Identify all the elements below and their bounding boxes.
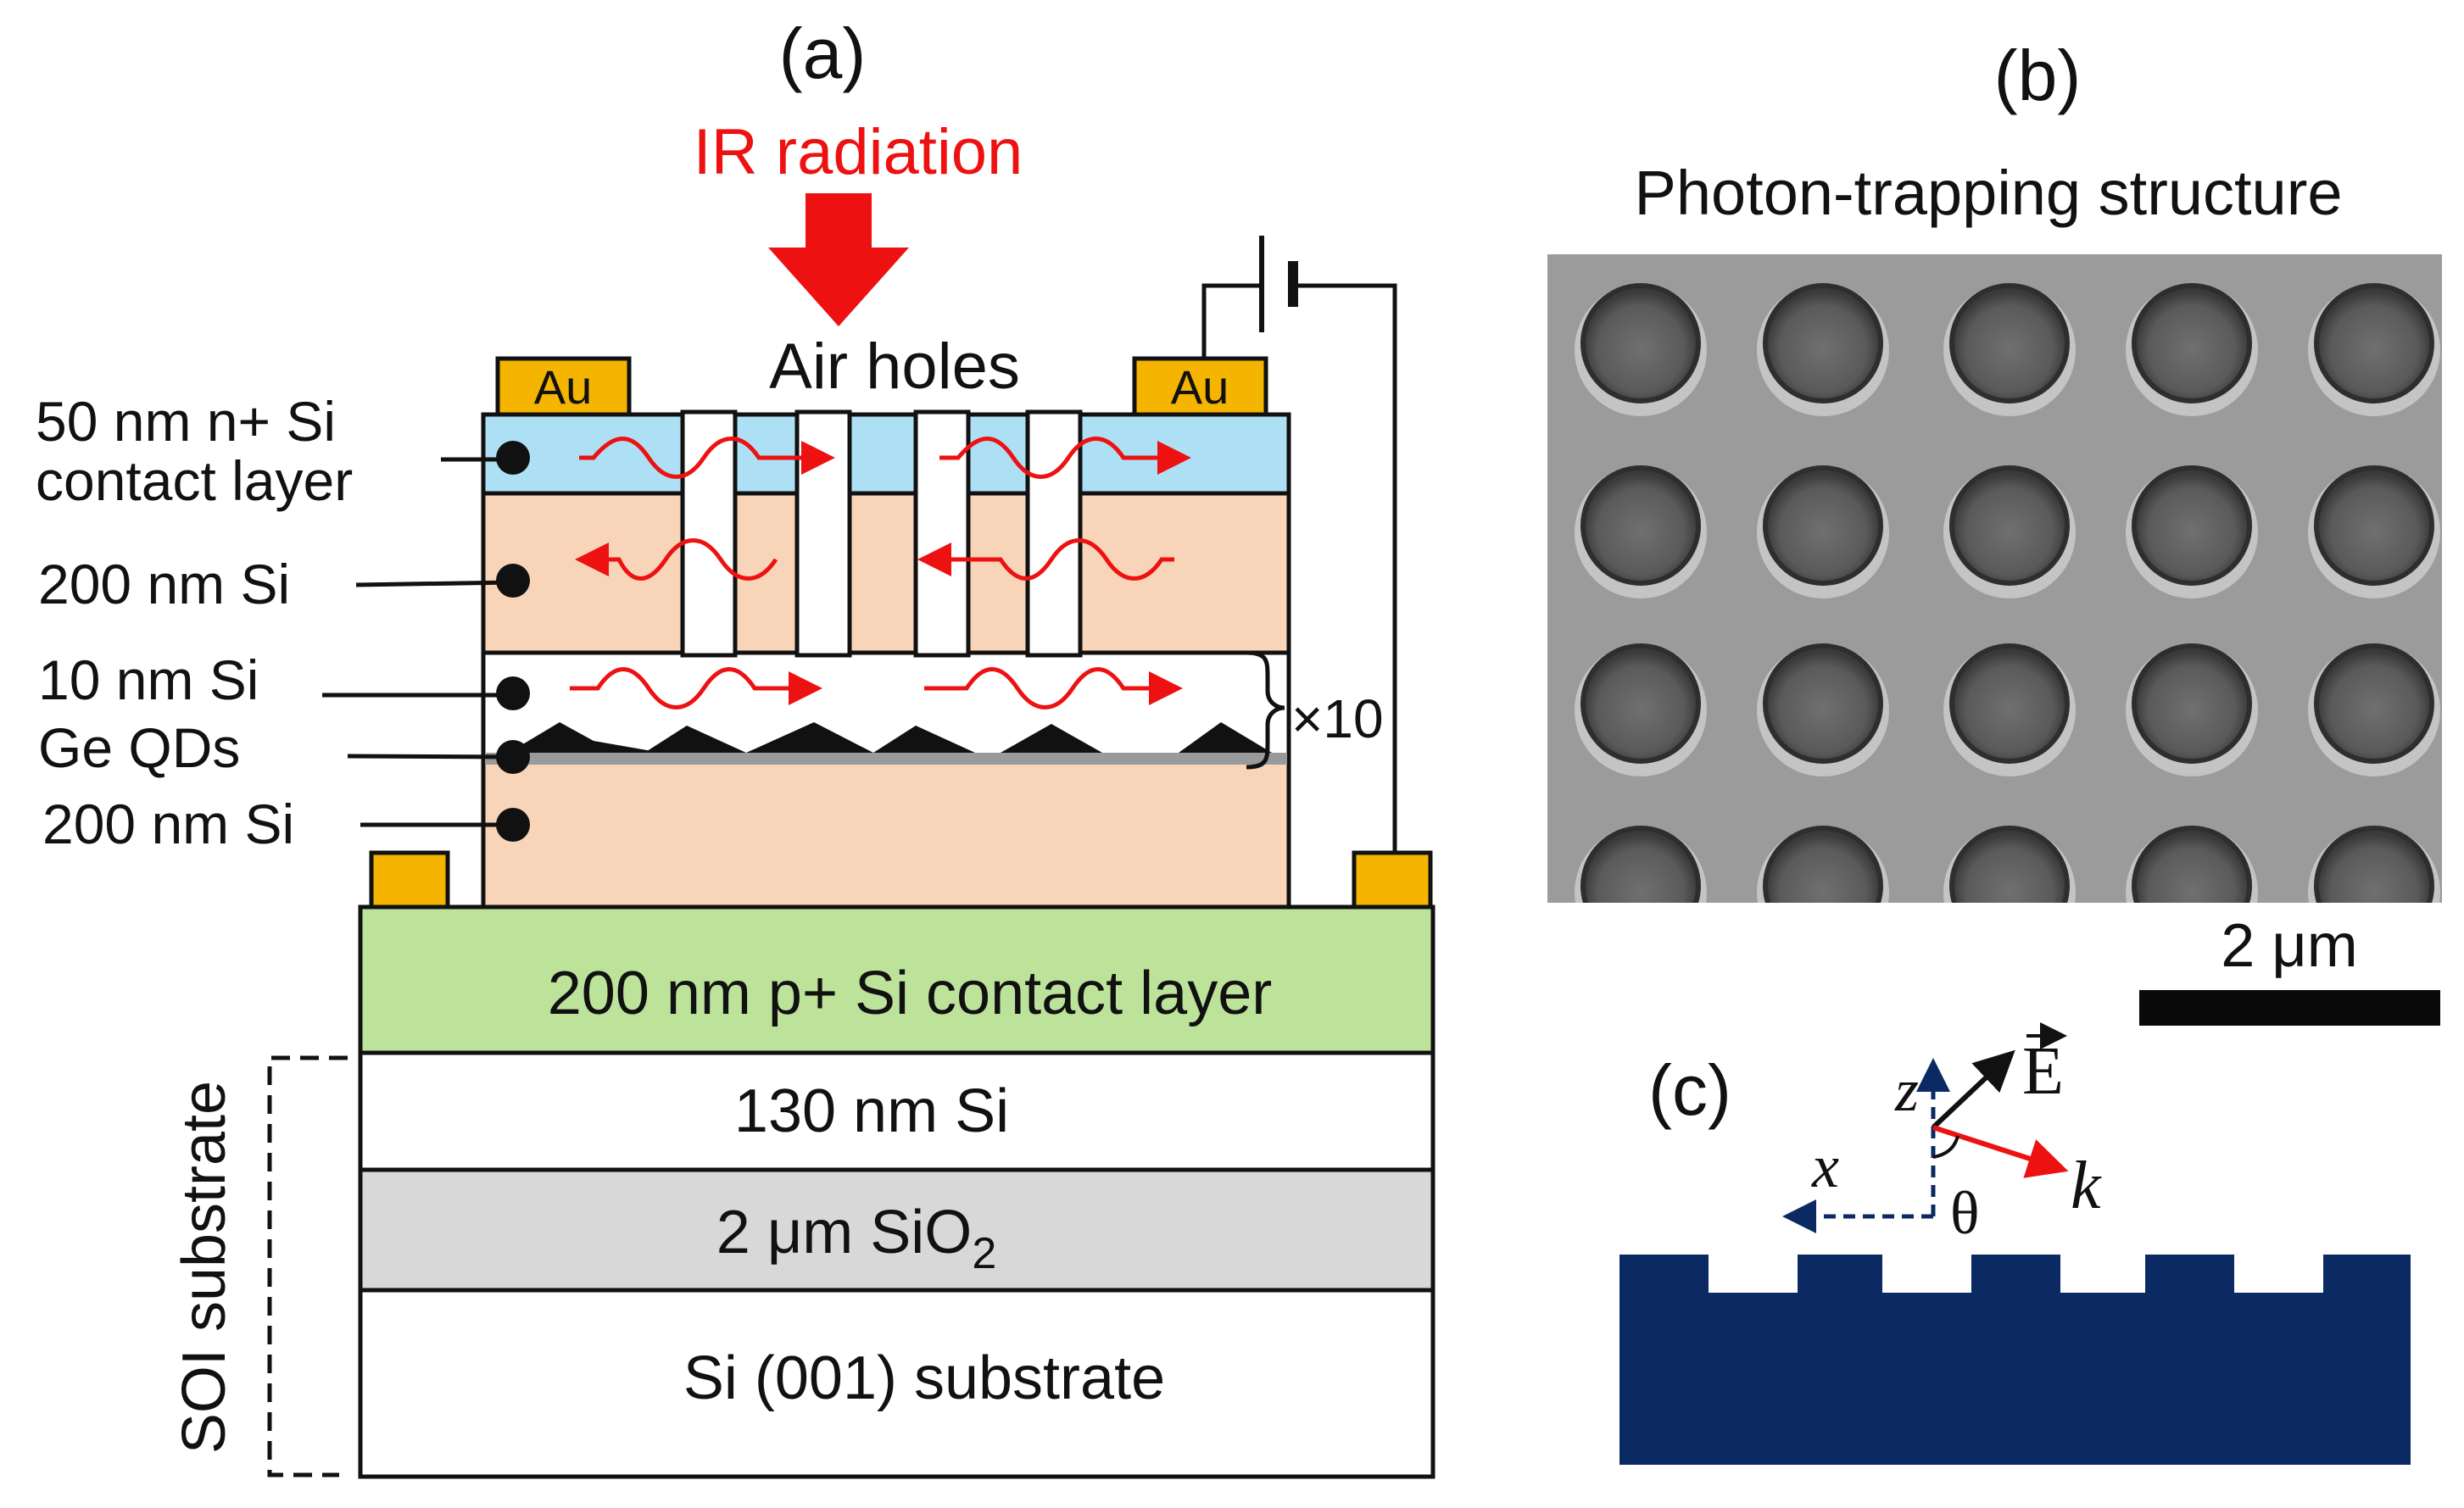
marker-contact: [496, 441, 530, 475]
ge-qds-label: Ge QDs: [38, 716, 240, 779]
si-130nm-layer: [358, 1050, 1435, 1172]
sem-hole: [1949, 465, 2070, 586]
leader-si-200-top: [355, 580, 514, 587]
sem-hole: [2314, 826, 2434, 903]
air-holes-label: Air holes: [769, 331, 1020, 403]
au-label-left: Au: [534, 360, 593, 414]
wave-contact-left: [579, 437, 835, 479]
repeat-brace: [1246, 650, 1285, 770]
photon-trapping-title: Photon-trapping structure: [1634, 158, 2342, 228]
contact-layer-label-line1: 50 nm n+ Si: [36, 390, 336, 453]
n-contact-layer: [481, 412, 1291, 496]
sem-hole: [1763, 465, 1883, 586]
si-10nm-label: 10 nm Si: [38, 648, 259, 711]
si-200nm-bottom-label: 200 nm Si: [42, 793, 294, 855]
substrate-layer: [358, 1288, 1435, 1479]
leader-ge-qds: [347, 754, 514, 760]
au-bottom-electrode-left: [369, 850, 450, 910]
si-10nm-layer: [481, 650, 1291, 759]
panel-b: (b) Photon-trapping structure 2 μm: [1547, 36, 2442, 1026]
si-200nm-bottom-layer: [481, 754, 1291, 910]
soi-bracket: [267, 1055, 348, 1477]
au-label-right: Au: [1171, 360, 1229, 414]
sem-hole-array: [1575, 283, 2440, 903]
ge-quantum-dots: [509, 722, 1272, 753]
scale-bar-label: 2 μm: [2221, 912, 2358, 980]
contact-layer-label-line2: contact layer: [36, 449, 353, 512]
sio2-layer: [358, 1167, 1435, 1293]
k-vector-arrow: [1932, 1125, 2069, 1178]
sem-hole: [1949, 283, 2070, 403]
air-hole-3: [913, 409, 971, 658]
sem-hole: [1763, 643, 1883, 764]
sio2-label-subscript: 2: [972, 1229, 996, 1278]
marker-si-200-bottom: [496, 808, 530, 842]
z-axis-label: z: [1894, 1056, 1919, 1124]
sem-hole: [2314, 283, 2434, 403]
panel-c-label: (c): [1648, 1050, 1731, 1130]
marker-ge-qds: [496, 740, 530, 774]
e-field-label: E: [2022, 1034, 2064, 1109]
grating-profile: [1619, 1255, 2411, 1465]
sem-hole: [1763, 826, 1883, 903]
panel-a: (a) IR radiation Air holes Au Au: [36, 14, 1435, 1479]
sio2-label: 2 μm SiO2: [716, 1199, 996, 1278]
wave-contact-right: [939, 437, 1191, 479]
theta-arc: [1932, 1135, 1959, 1159]
ir-radiation-label: IR radiation: [694, 116, 1023, 188]
wave-qd-left: [570, 667, 822, 709]
panel-c: (c) z x k E θ: [1619, 1022, 2411, 1465]
sem-hole: [2132, 465, 2252, 586]
sem-hole: [1763, 283, 1883, 403]
p-contact-layer: [358, 904, 1435, 1055]
repeat-label: ×10: [1291, 688, 1384, 749]
sem-hole: [2132, 643, 2252, 764]
wave-qd-right: [924, 667, 1183, 709]
si-200nm-top-layer: [481, 491, 1291, 655]
x-axis-label: x: [1811, 1132, 1839, 1200]
si-200nm-top-label: 200 nm Si: [38, 553, 290, 615]
sem-hole: [2132, 283, 2252, 403]
panel-b-label: (b): [1994, 36, 2082, 115]
sem-hole: [2314, 643, 2434, 764]
marker-si-200-top: [496, 564, 530, 598]
sem-hole: [1580, 643, 1701, 764]
sio2-label-main: 2 μm SiO: [716, 1199, 973, 1266]
air-hole-2: [794, 409, 852, 658]
p-contact-layer-label: 200 nm p+ Si contact layer: [548, 960, 1272, 1027]
theta-label: θ: [1950, 1179, 1980, 1247]
ge-wetting-layer: [485, 753, 1287, 765]
scale-bar: [2139, 990, 2440, 1026]
si-130nm-label: 130 nm Si: [734, 1077, 1009, 1145]
panel-a-label: (a): [779, 14, 867, 93]
sem-hole: [1949, 826, 2070, 903]
sem-hole: [1580, 826, 1701, 903]
marker-si-10: [496, 676, 530, 710]
bias-circuit-wire: [1201, 283, 1397, 856]
sem-hole: [1949, 643, 2070, 764]
sem-hole: [2314, 465, 2434, 586]
au-bottom-electrode-right: [1352, 850, 1433, 910]
light-waves: [570, 437, 1191, 709]
k-label: k: [2071, 1149, 2102, 1223]
sem-hole: [2132, 826, 2252, 903]
sem-hole: [1580, 283, 1701, 403]
wave-si-top-right: [917, 538, 1174, 581]
ir-arrow: [768, 193, 909, 326]
e-field-arrow: [1931, 1049, 2015, 1130]
wave-si-top-left: [575, 538, 778, 581]
substrate-label: Si (001) substrate: [683, 1344, 1165, 1412]
soi-substrate-label: SOI substrate: [170, 1081, 238, 1454]
sem-hole: [1580, 465, 1701, 586]
air-hole-4: [1025, 409, 1083, 658]
